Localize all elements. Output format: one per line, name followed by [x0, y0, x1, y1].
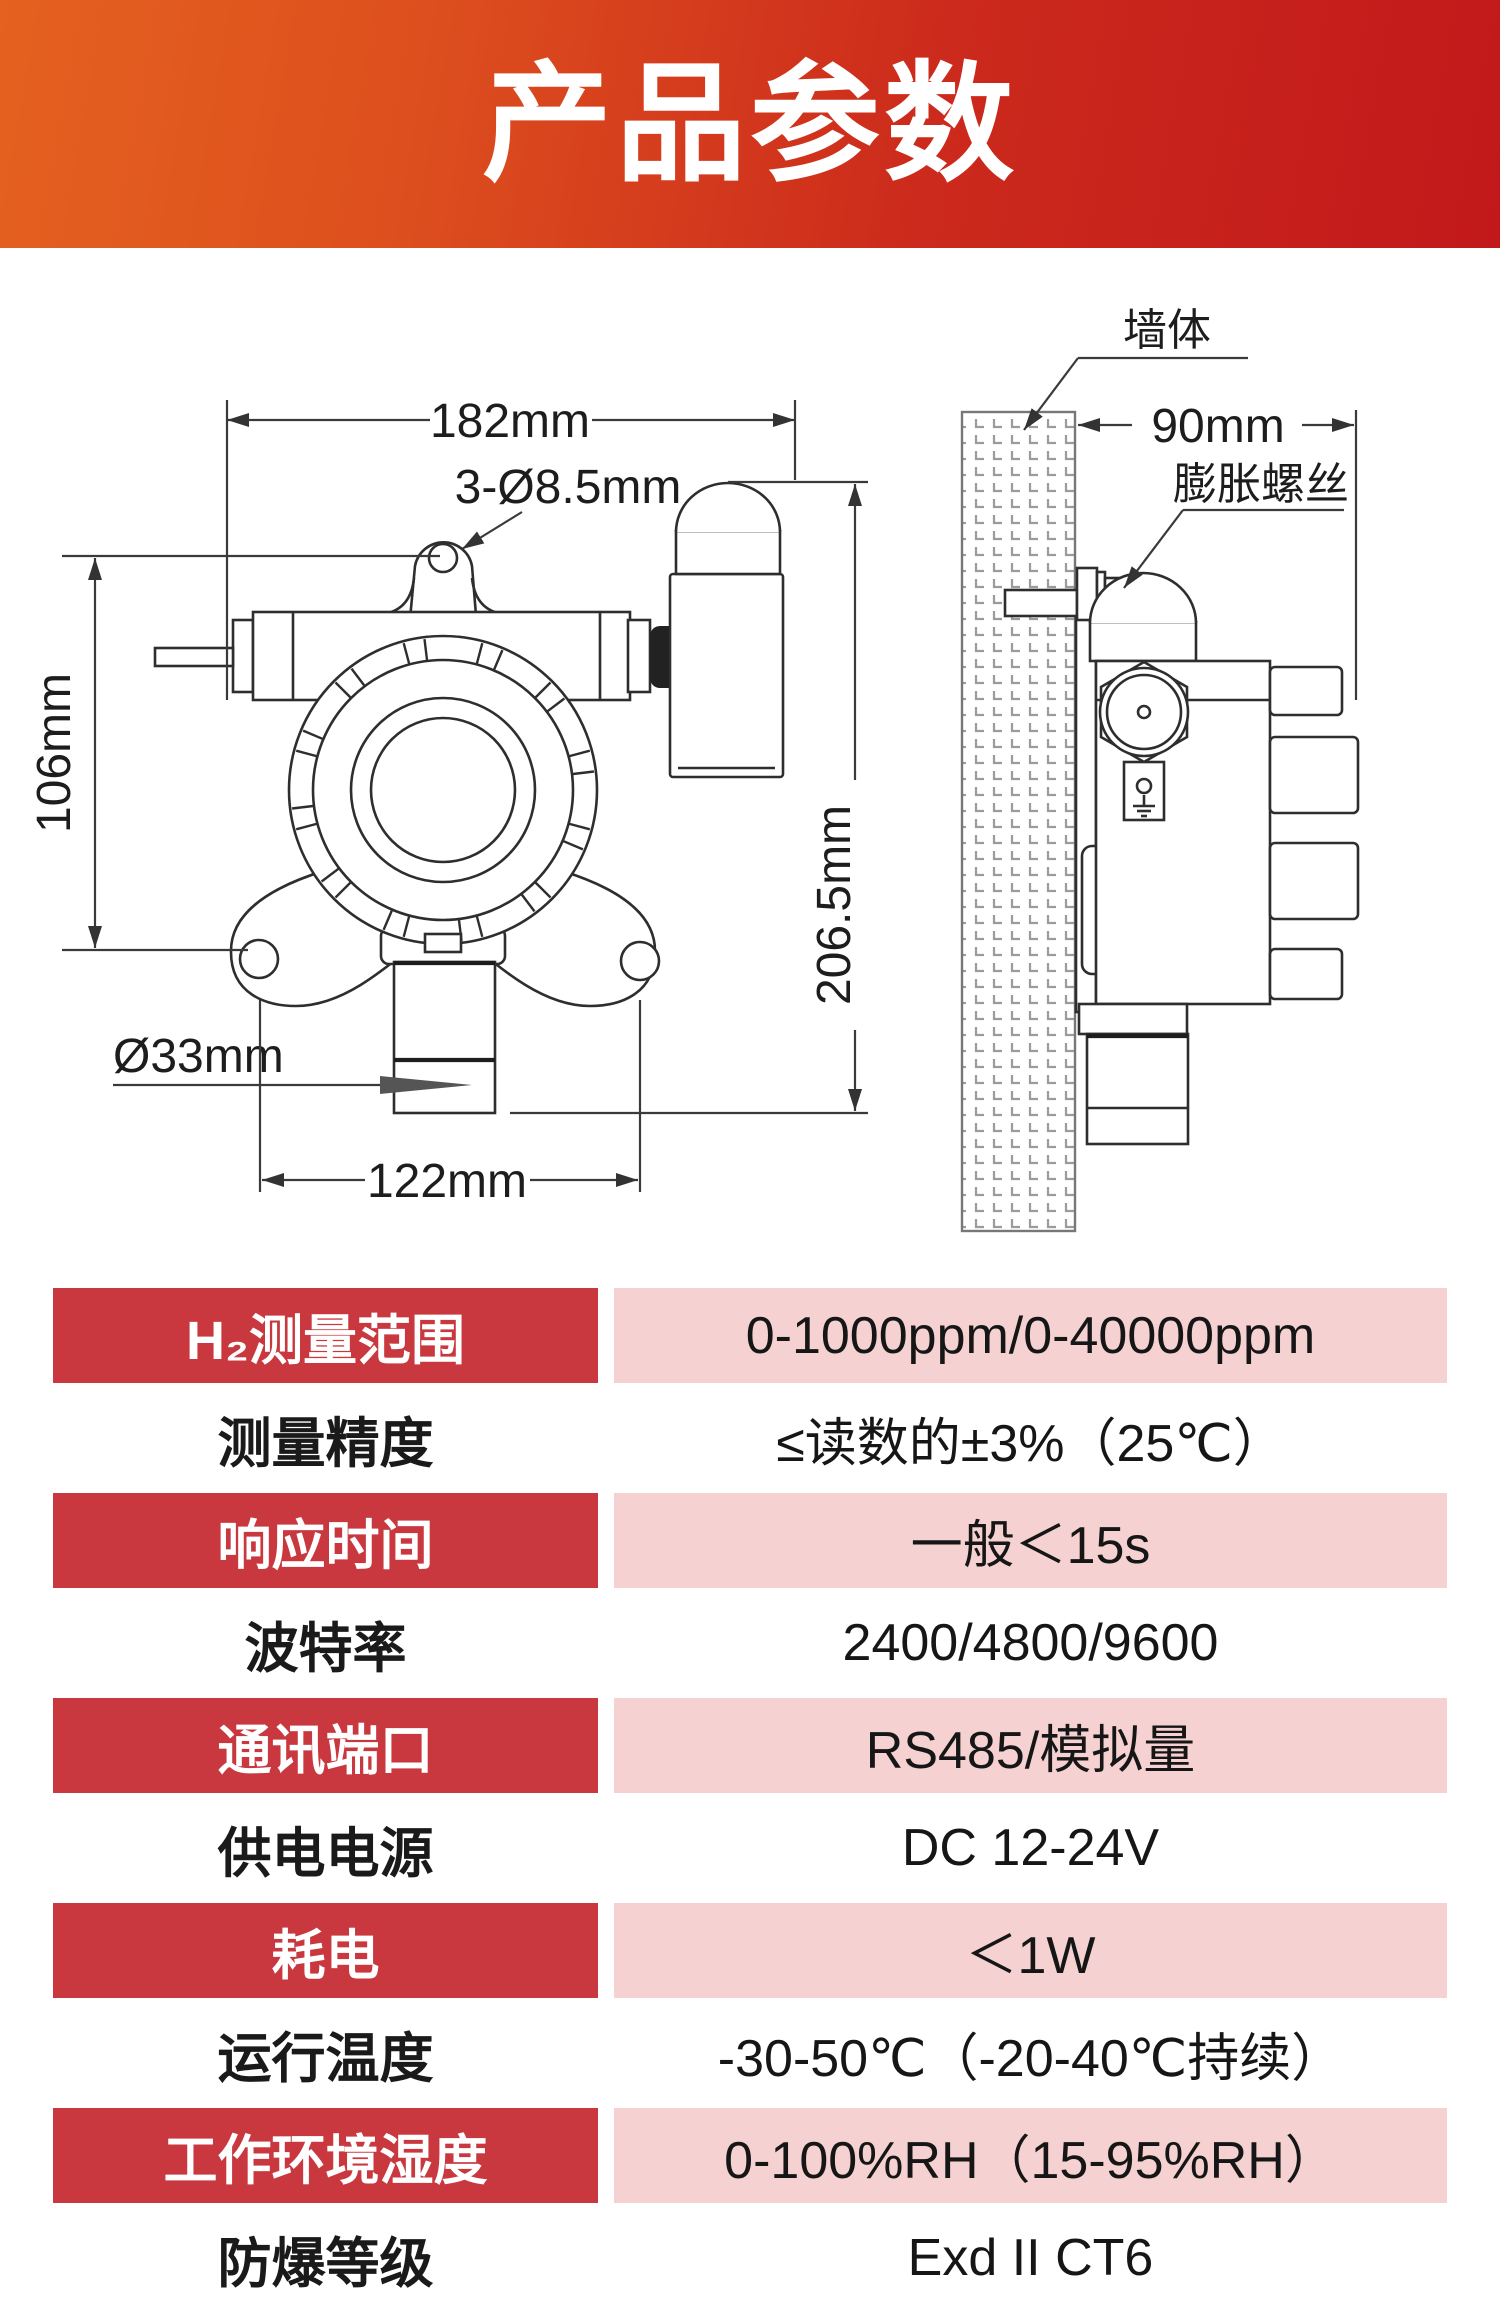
dim-height-upper-label: 106mm [28, 673, 81, 833]
page-title: 产品参数 [481, 51, 1018, 197]
front-view [153, 481, 785, 1115]
dim-probe-diameter-label: Ø33mm [113, 1030, 284, 1083]
dimension-diagram: 182mm 3-Ø8.5mm 106mm Ø33mm 12 [28, 306, 1360, 1233]
spec-value: RS485/模拟量 [614, 1698, 1447, 1793]
spec-value: 0-100%RH（15-95%RH） [614, 2108, 1447, 2203]
header-banner: 产品参数 [0, 0, 1500, 248]
table-row: 防爆等级 Exd II CT6 [0, 2211, 1500, 2305]
alarm-unit-front [668, 481, 785, 779]
dim-total-height-label: 206.5mm [808, 805, 861, 1005]
table-row: 响应时间 一般＜15s [0, 1493, 1500, 1588]
table-row: 工作环境湿度 0-100%RH（15-95%RH） [0, 2108, 1500, 2203]
table-row: H₂测量范围 0-1000ppm/0-40000ppm [0, 1288, 1500, 1383]
dimensions-front: 182mm 3-Ø8.5mm 106mm Ø33mm 12 [28, 395, 868, 1208]
spec-value: ＜1W [614, 1903, 1447, 1998]
spec-value: Exd II CT6 [907, 2229, 1154, 2287]
spec-value: 0-1000ppm/0-40000ppm [614, 1288, 1447, 1383]
bezel-notches [291, 638, 595, 942]
table-row: 波特率 2400/4800/9600 [0, 1596, 1500, 1690]
spec-label: 波特率 [244, 1618, 407, 1679]
spec-label: 供电电源 [217, 1823, 434, 1884]
spec-label: 防爆等级 [217, 2233, 434, 2294]
table-row: 供电电源 DC 12-24V [0, 1801, 1500, 1895]
table-row: 运行温度 -30-50℃（-20-40℃持续） [0, 2006, 1500, 2100]
spec-value: ≤读数的±3%（25℃） [776, 1414, 1285, 1473]
spec-label: 耗电 [53, 1903, 598, 1998]
technical-drawing: 182mm 3-Ø8.5mm 106mm Ø33mm 12 [0, 248, 1500, 1288]
spec-label: H₂测量范围 [53, 1288, 598, 1383]
dim-hole-spacing-label: 122mm [367, 1155, 527, 1208]
spec-label: 响应时间 [53, 1493, 598, 1588]
spec-value: DC 12-24V [901, 1819, 1160, 1877]
spec-value: 一般＜15s [614, 1493, 1447, 1588]
table-row: 通讯端口 RS485/模拟量 [0, 1698, 1500, 1793]
wall-label: 墙体 [1123, 306, 1211, 355]
dim-mount-hole-label: 3-Ø8.5mm [455, 461, 682, 514]
dimensions-side: 墙体 90mm 膨胀螺丝 [1023, 306, 1358, 700]
spec-label: 通讯端口 [53, 1698, 598, 1793]
table-row: 测量精度 ≤读数的±3%（25℃） [0, 1391, 1500, 1485]
spec-value: 2400/4800/9600 [842, 1614, 1219, 1672]
spec-label: 工作环境湿度 [53, 2108, 598, 2203]
side-view [960, 410, 1360, 1233]
expansion-screw-label: 膨胀螺丝 [1173, 460, 1349, 509]
wall [960, 410, 1077, 1233]
dim-depth-label: 90mm [1151, 400, 1284, 453]
table-row: 耗电 ＜1W [0, 1903, 1500, 1998]
spec-label: 运行温度 [217, 2028, 434, 2089]
dim-width-label: 182mm [430, 395, 590, 448]
spec-table: H₂测量范围 0-1000ppm/0-40000ppm 测量精度 ≤读数的±3%… [0, 1288, 1500, 2313]
spec-label: 测量精度 [217, 1413, 434, 1474]
spec-value: -30-50℃（-20-40℃持续） [717, 2029, 1344, 2088]
